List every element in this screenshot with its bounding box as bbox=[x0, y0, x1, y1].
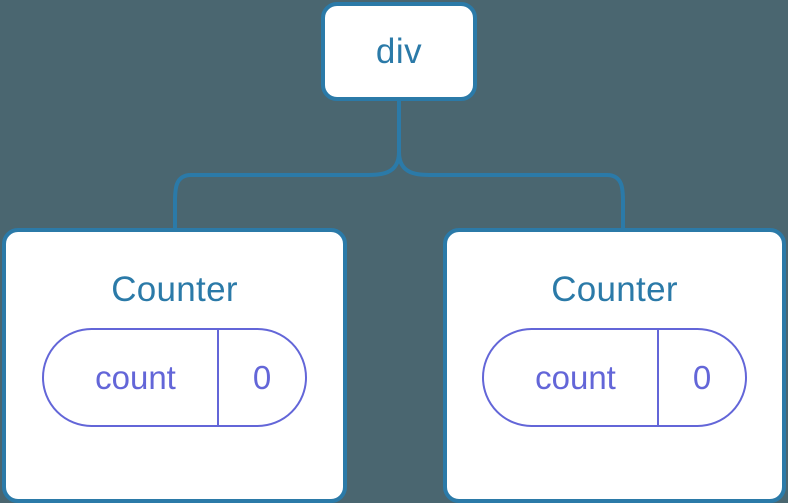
node-div-label: div bbox=[375, 32, 423, 71]
state-value-left: 0 bbox=[217, 330, 305, 425]
node-div[interactable]: div bbox=[321, 2, 477, 101]
node-counter-left-label: Counter bbox=[111, 270, 238, 309]
state-key-left: count bbox=[95, 359, 176, 396]
state-key-right: count bbox=[535, 359, 616, 396]
node-counter-right[interactable]: Counter count 0 bbox=[443, 228, 786, 503]
connector-branch-left bbox=[173, 151, 401, 228]
node-counter-left[interactable]: Counter count 0 bbox=[2, 228, 347, 503]
state-value-right: 0 bbox=[657, 330, 745, 425]
state-pill-left: count 0 bbox=[42, 328, 307, 427]
node-counter-right-label: Counter bbox=[551, 270, 678, 309]
connector-branch-right bbox=[397, 151, 625, 228]
state-pill-right: count 0 bbox=[482, 328, 747, 427]
